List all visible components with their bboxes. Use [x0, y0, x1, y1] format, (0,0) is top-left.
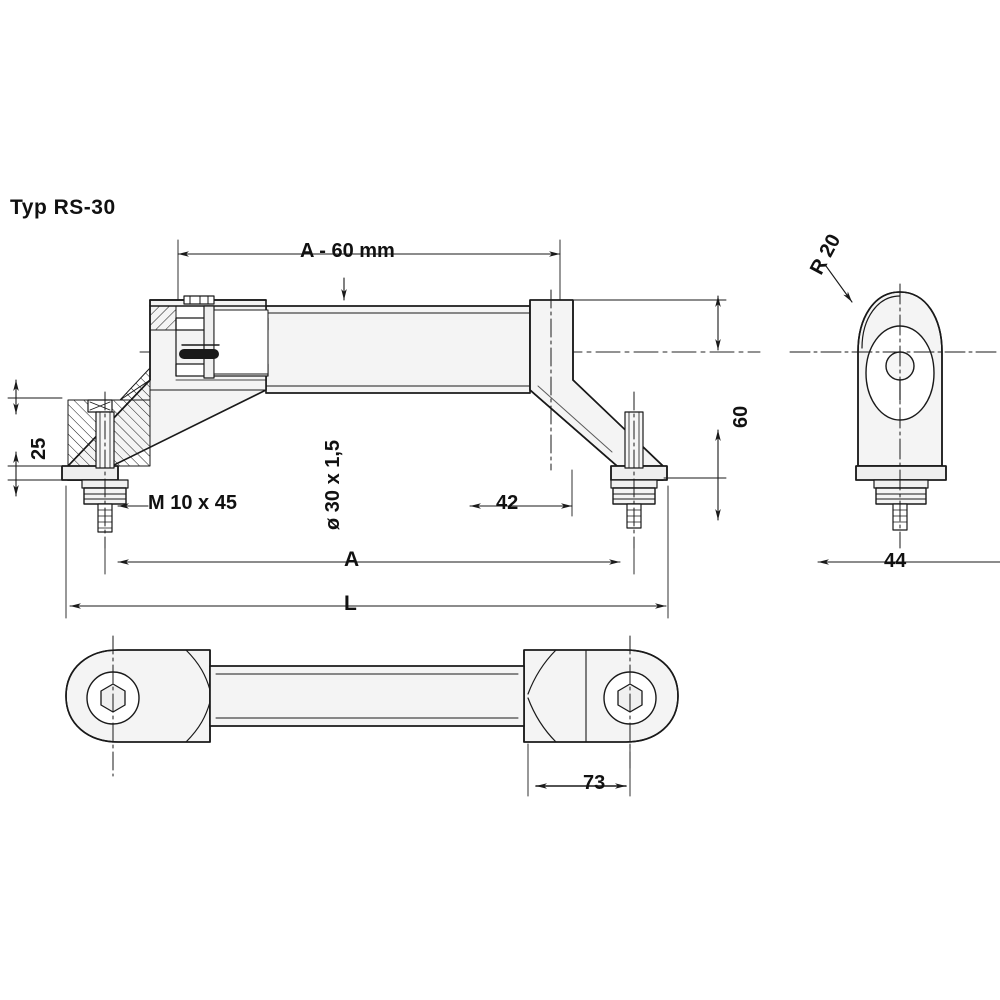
front-elevation — [61, 289, 761, 549]
dimension-73: 73 — [583, 772, 606, 794]
dimension-thread: M 10 x 45 — [148, 492, 237, 514]
dimension-a: A — [344, 548, 360, 571]
dimension-60: 60 — [730, 405, 752, 428]
plan-view — [65, 635, 679, 797]
drawing-title: Typ RS-30 — [10, 196, 116, 219]
dimension-42: 42 — [496, 492, 519, 514]
dimensions-front — [7, 239, 727, 619]
dimension-l: L — [344, 592, 357, 615]
dimension-44: 44 — [884, 550, 907, 572]
dimension-tube-diameter: ø 30 x 1,5 — [322, 439, 344, 530]
dimension-a-minus-60: A - 60 mm — [300, 240, 395, 262]
end-view — [789, 265, 1000, 565]
dimension-25: 25 — [28, 437, 50, 460]
